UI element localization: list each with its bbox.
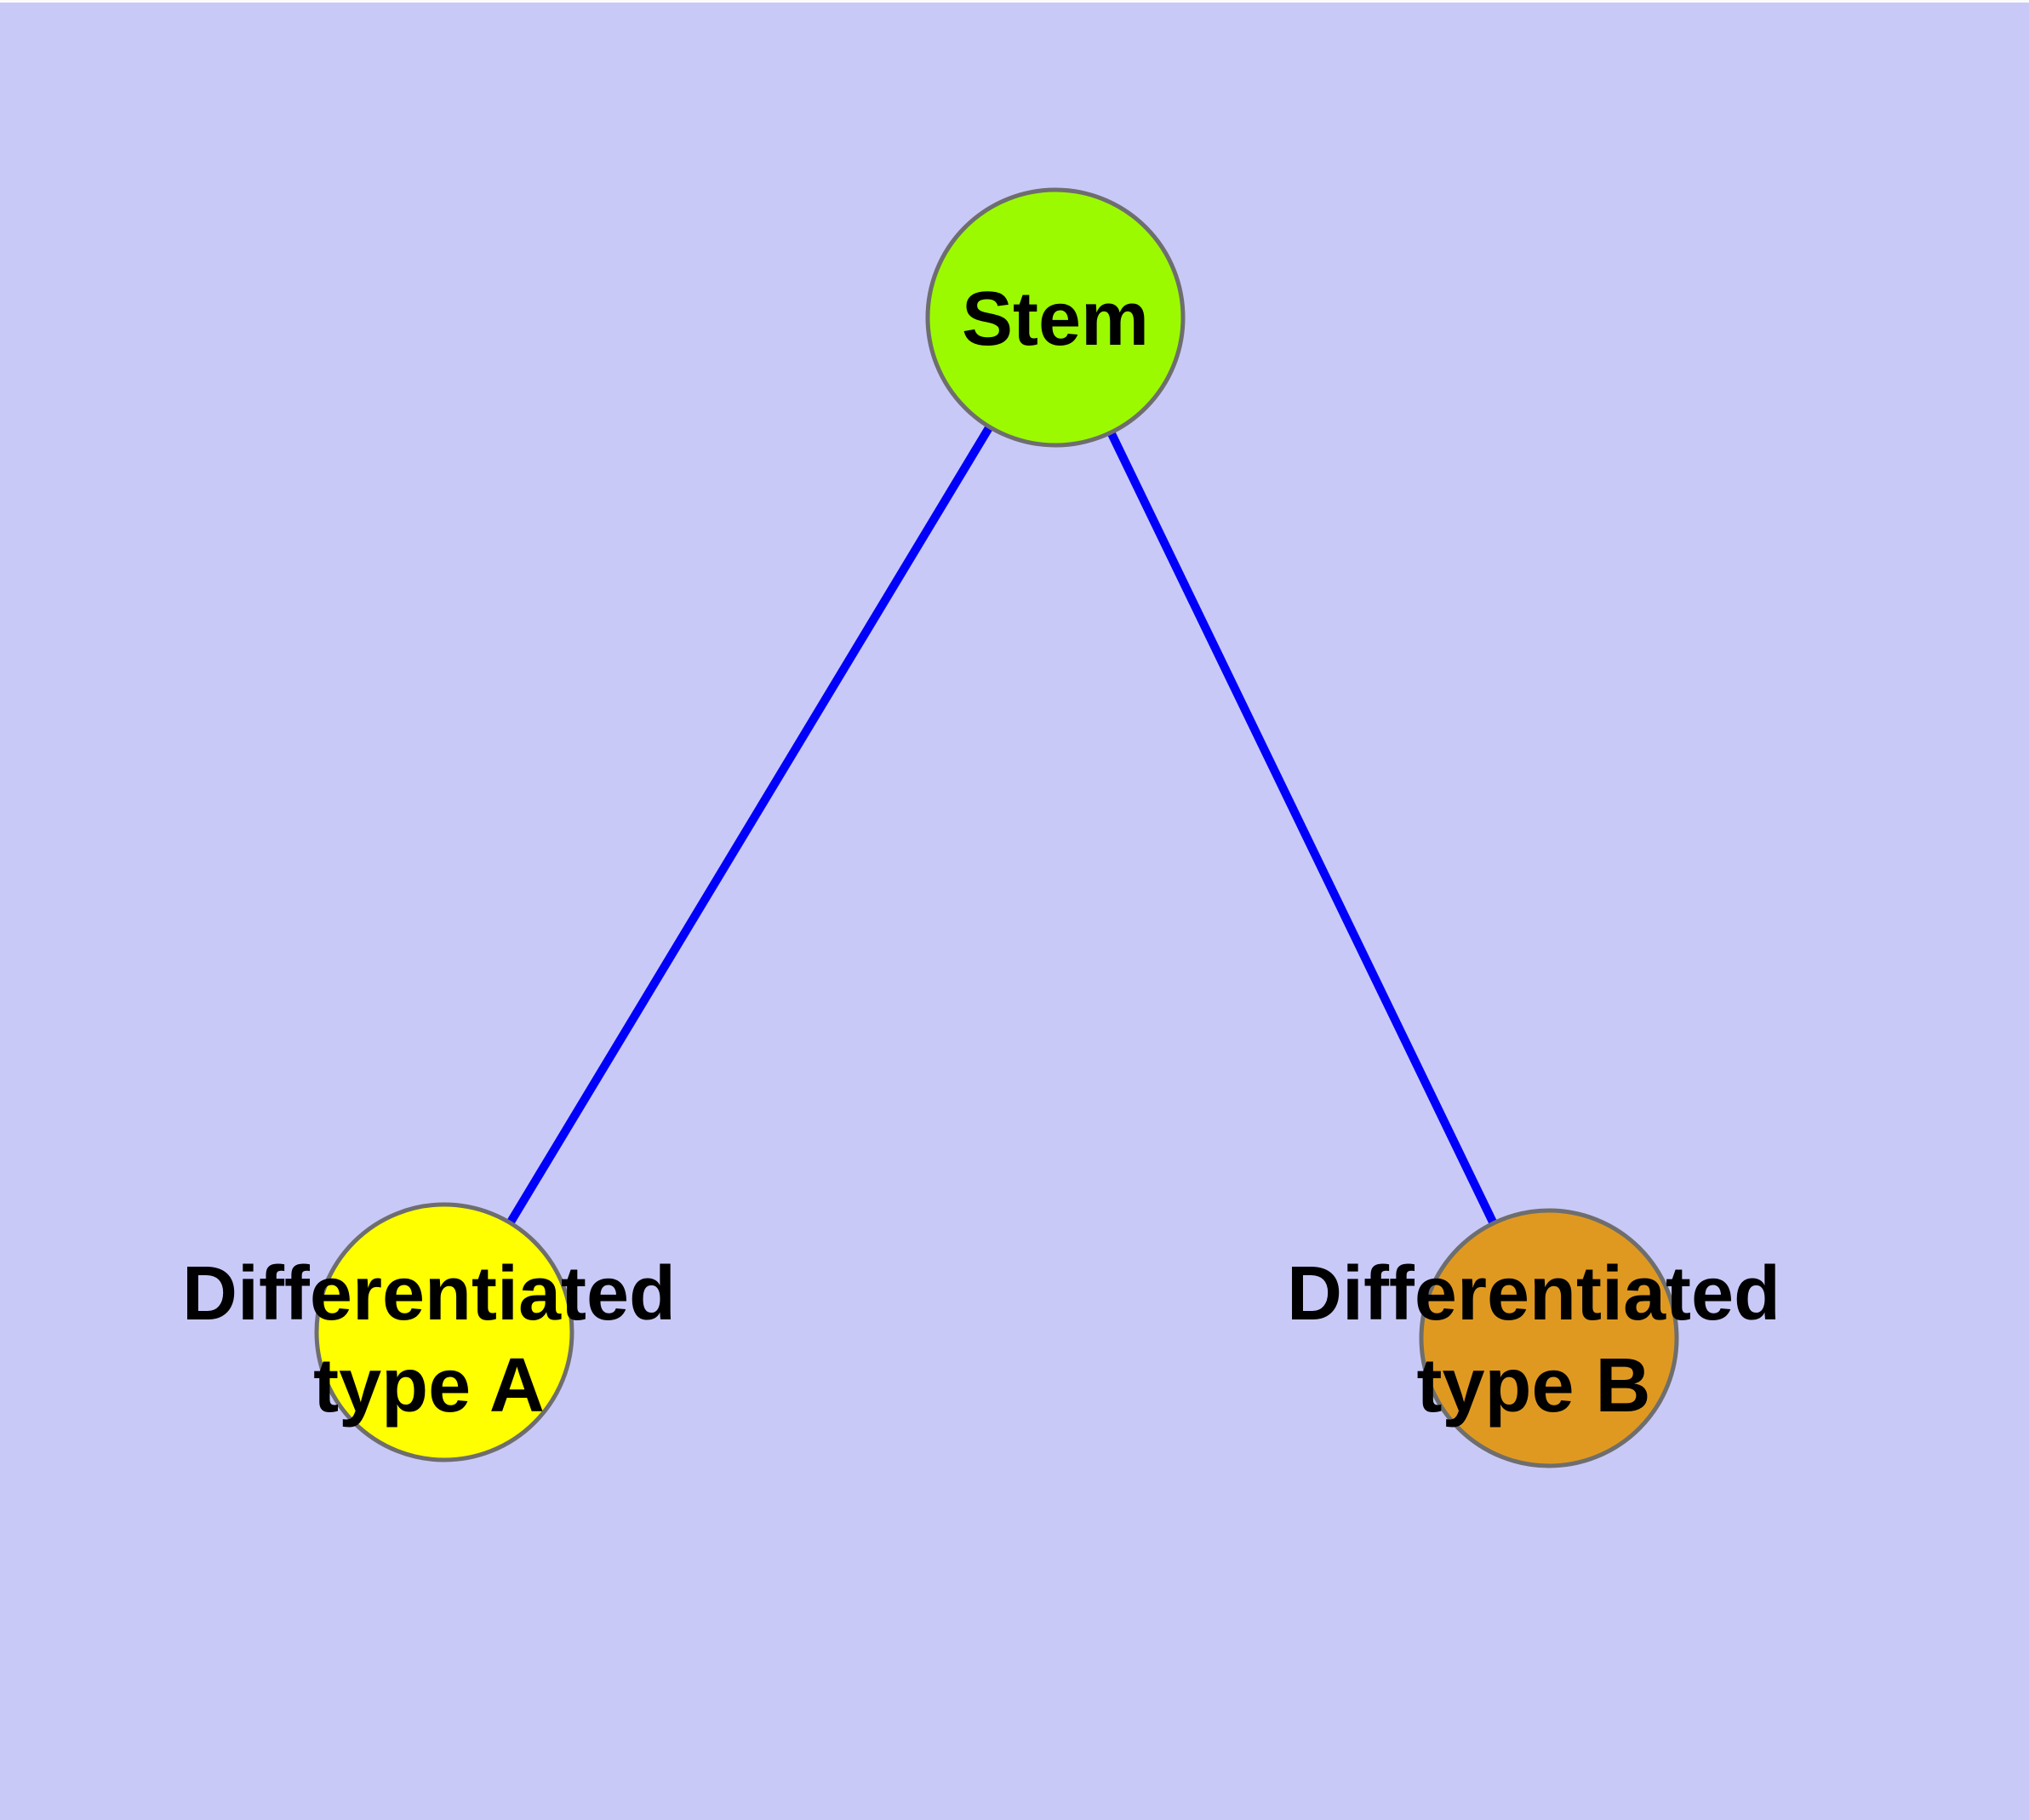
node-type-b-circle (1419, 1208, 1679, 1468)
node-type-a-label-line1: Differentiated (182, 1251, 676, 1336)
node-type-b-label-line1: Differentiated (1287, 1251, 1780, 1336)
edge-stem-to-type-a (440, 315, 1060, 1335)
node-differentiated-type-b: Differentiated type B (1287, 1208, 1780, 1468)
node-type-b-label-line2: type B (1416, 1343, 1650, 1428)
edge-stem-to-type-b (1051, 315, 1553, 1341)
node-differentiated-type-a: Differentiated type A (182, 1202, 676, 1462)
node-stem: Stem (925, 187, 1186, 448)
node-stem-label: Stem (962, 277, 1149, 362)
node-type-a-label-line2: type A (313, 1343, 545, 1428)
window-top-edge (0, 0, 2029, 3)
node-type-a-circle (314, 1202, 574, 1462)
node-stem-circle (925, 187, 1186, 448)
